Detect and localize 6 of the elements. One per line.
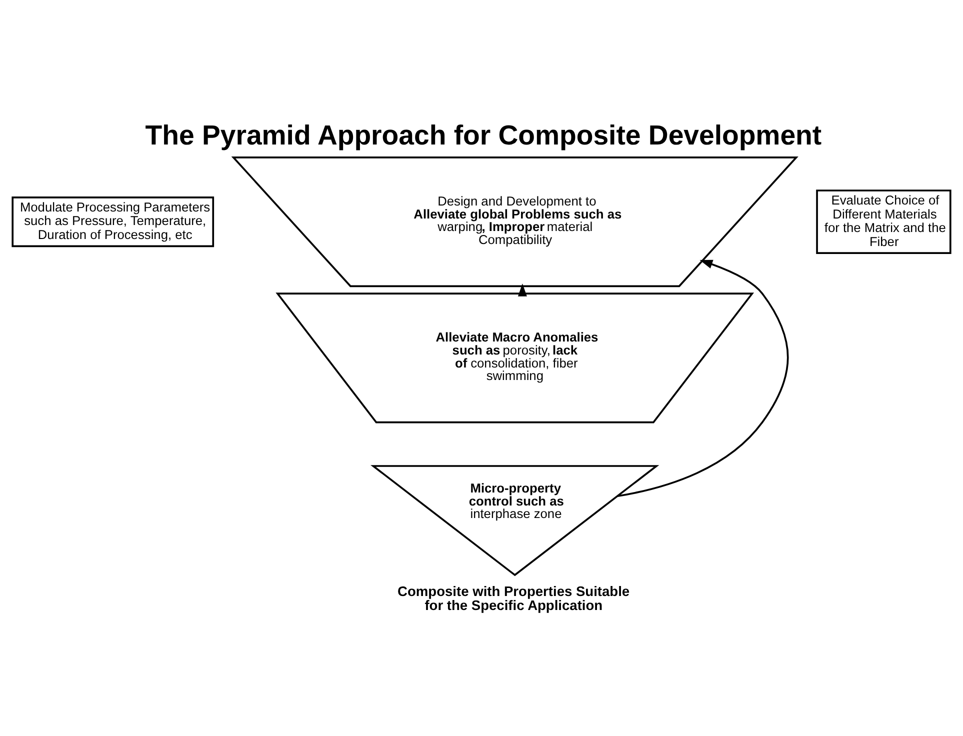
diagram-title: The Pyramid Approach for Composite Development (145, 119, 822, 150)
node-box: Evaluate Choice of Different Materials for the Matrix and the Fiber (816, 189, 952, 254)
node-label: Composite with Properties Suitable for the Specific Application (398, 584, 630, 612)
arrow (617, 259, 789, 497)
arrow (518, 283, 527, 296)
node-box: Modulate Processing Parameters such as Pressure, Temperature, Duration of Processing, etc (12, 196, 214, 247)
